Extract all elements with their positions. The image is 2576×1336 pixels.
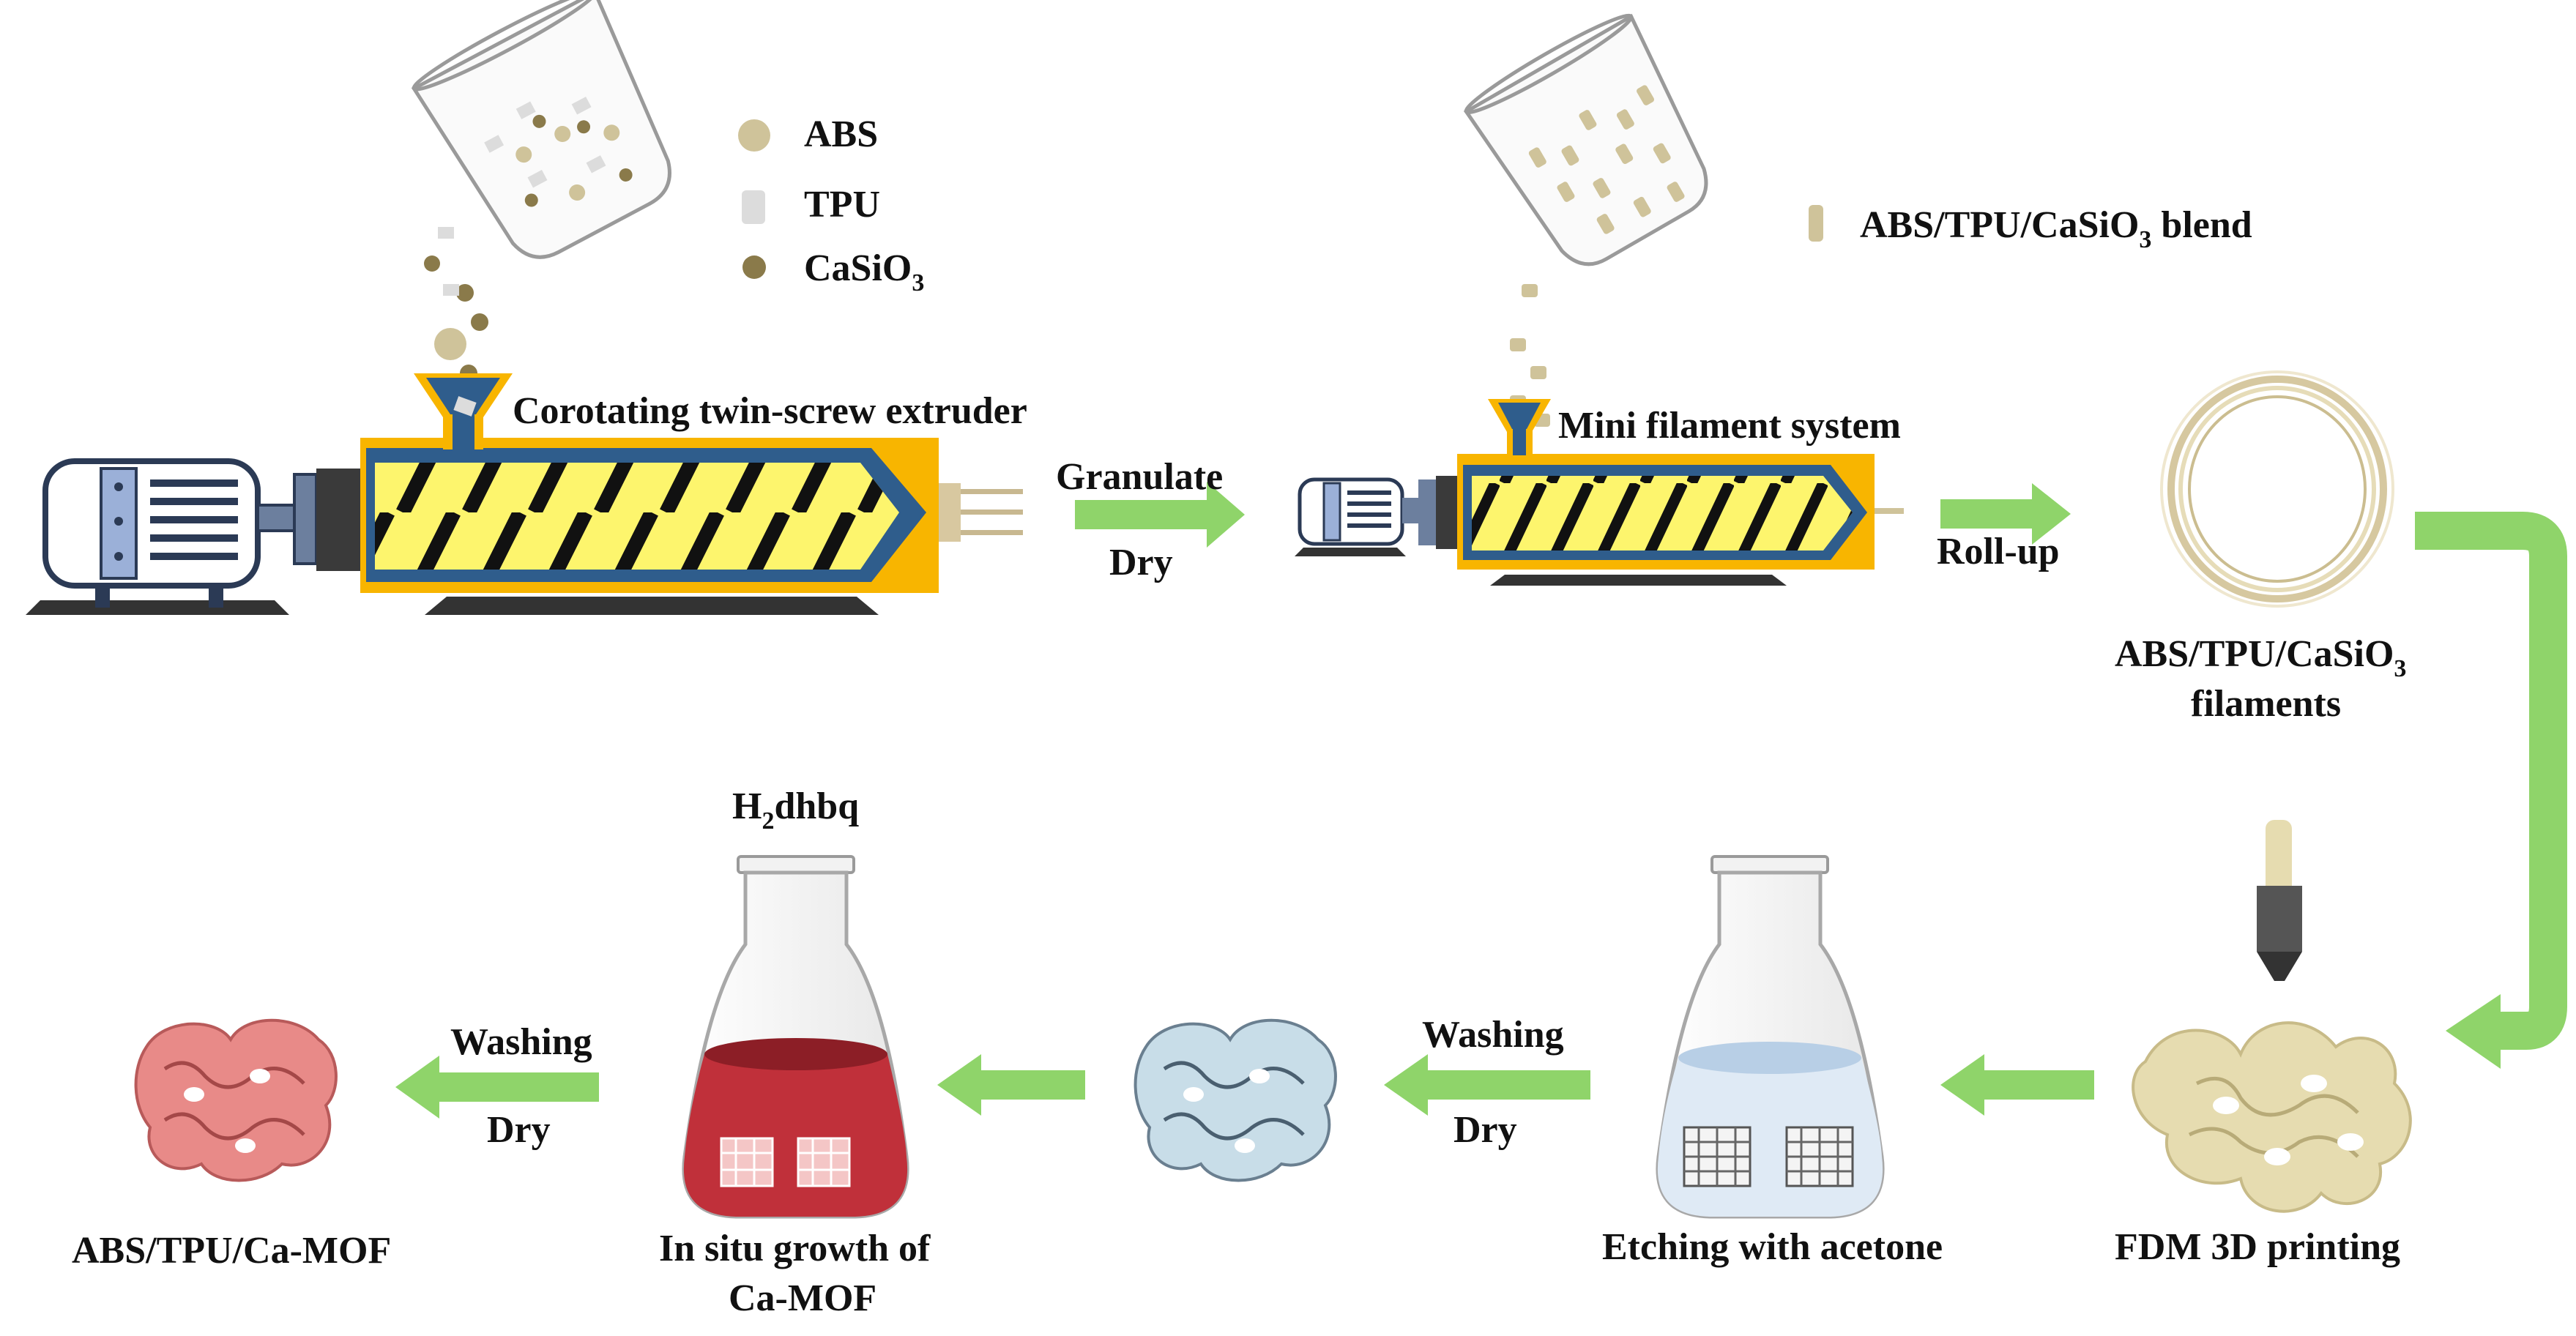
pouring-beaker-2: [1463, 13, 1708, 427]
filaments-label-line2: filaments: [2191, 683, 2341, 725]
arrow-granulate-dry: Granulate Dry: [1056, 456, 1245, 583]
casio-legend-label: CaSiO3: [804, 247, 924, 296]
growth-label-line1: In situ growth of: [659, 1228, 931, 1269]
pouring-beaker-1: [411, 0, 671, 382]
tpu-swatch: [742, 190, 765, 224]
dry-label-3: Dry: [487, 1109, 551, 1151]
blue-scaffold: [1133, 1018, 1337, 1182]
fdm-printing: FDM 3D printing: [2115, 820, 2412, 1268]
arrow-filament-to-printing: [2415, 512, 2567, 1069]
legend-materials: ABS TPU CaSiO3: [738, 113, 924, 296]
extruder-title: Corotating twin-screw extruder: [513, 390, 1027, 432]
arrow-wash-dry-2: Washing Dry: [395, 1021, 599, 1151]
legend-blend: ABS/TPU/CaSiO3 blend: [1809, 204, 2252, 253]
product-label: ABS/TPU/Ca-MOF: [72, 1230, 391, 1272]
abs-legend-label: ABS: [804, 113, 878, 155]
filaments-label-line1: ABS/TPU/CaSiO3: [2115, 633, 2406, 682]
growth-label-line2: Ca-MOF: [729, 1277, 876, 1319]
pink-scaffold: ABS/TPU/Ca-MOF: [72, 1018, 391, 1272]
granulate-label: Granulate: [1056, 456, 1223, 498]
washing-label-1: Washing: [1422, 1014, 1564, 1056]
filament-system-title: Mini filament system: [1558, 405, 1901, 447]
washing-label-2: Washing: [450, 1021, 592, 1063]
etching-flask: Etching with acetone: [1602, 855, 1943, 1268]
dry-label-2: Dry: [1453, 1109, 1517, 1151]
twin-screw-extruder: Corotating twin-screw extruder: [26, 373, 1027, 615]
blend-legend-label: ABS/TPU/CaSiO3 blend: [1860, 204, 2252, 253]
filament-coil-image: ABS/TPU/CaSiO3 filaments: [2115, 370, 2406, 725]
tpu-legend-label: TPU: [804, 184, 880, 225]
casio-swatch: [742, 255, 766, 279]
fdm-printing-label: FDM 3D printing: [2115, 1226, 2400, 1268]
etching-label: Etching with acetone: [1602, 1226, 1943, 1268]
mini-motor-icon: [1295, 477, 1436, 556]
blend-swatch: [1809, 205, 1823, 242]
arrow-roll-up: Roll-up: [1937, 483, 2071, 572]
arrow-wash-dry-1: Washing Dry: [1384, 1014, 1590, 1151]
abs-swatch: [738, 119, 770, 152]
cream-scaffold: [2132, 1021, 2412, 1213]
reagent-label: H2dhbq: [732, 785, 859, 835]
motor-icon: [26, 458, 318, 615]
growth-flask: H2dhbq In situ growth of Ca-MOF: [659, 785, 931, 1319]
mof-scaffold-pair: [720, 1137, 851, 1187]
etched-scaffold-pair: [1683, 1126, 1854, 1187]
arrow-printing-to-etching: [1940, 1054, 2094, 1116]
mini-filament-system: Mini filament system: [1295, 399, 1904, 586]
roll-up-label: Roll-up: [1937, 531, 2060, 572]
dry-label-1: Dry: [1109, 542, 1173, 583]
arrow-to-growth: [937, 1054, 1085, 1116]
